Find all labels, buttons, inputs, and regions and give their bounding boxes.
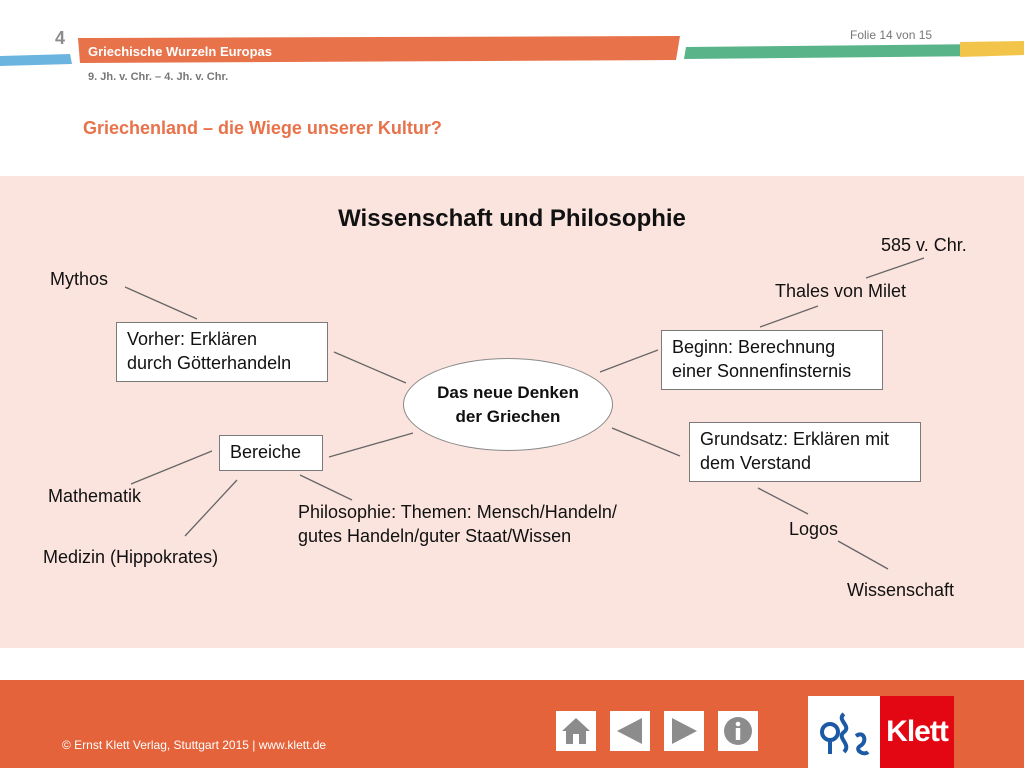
vorher-node: Vorher: Erklären durch Götterhandeln bbox=[116, 322, 328, 382]
mythos-label: Mythos bbox=[50, 269, 109, 289]
diagram-title: Wissenschaft und Philosophie bbox=[338, 205, 686, 232]
chapter-number: 4 bbox=[55, 28, 66, 48]
home-button[interactable] bbox=[556, 711, 596, 751]
chapter-title: Griechische Wurzeln Europas bbox=[88, 44, 272, 59]
philosophie-line1: Philosophie: Themen: Mensch/Handeln/ bbox=[298, 502, 617, 522]
grundsatz-node: Grundsatz: Erklären mit dem Verstand bbox=[689, 422, 921, 482]
home-icon bbox=[562, 718, 590, 744]
copyright-text: © Ernst Klett Verlag, Stuttgart 2015 | w… bbox=[62, 738, 327, 752]
info-icon bbox=[724, 717, 752, 745]
vorher-line2: durch Götterhandeln bbox=[127, 353, 292, 373]
philosophie-label: Philosophie: Themen: Mensch/Handeln/ gut… bbox=[298, 500, 617, 548]
chapter-period: 9. Jh. v. Chr. – 4. Jh. v. Chr. bbox=[88, 71, 229, 83]
klett-clover-icon bbox=[820, 712, 870, 756]
center-line2: der Griechen bbox=[455, 406, 561, 426]
next-icon bbox=[672, 718, 697, 744]
date-label: 585 v. Chr. bbox=[881, 235, 967, 255]
info-button[interactable] bbox=[718, 711, 758, 751]
slide-title: Griechenland – die Wiege unserer Kultur? bbox=[83, 118, 442, 138]
grundsatz-line1: Grundsatz: Erklären mit bbox=[700, 429, 890, 449]
center-node: Das neue Denken der Griechen bbox=[403, 358, 613, 451]
beginn-line1: Beginn: Berechnung bbox=[672, 337, 836, 357]
next-button[interactable] bbox=[664, 711, 704, 751]
klett-logo-text: Klett bbox=[880, 696, 954, 768]
beginn-line2: einer Sonnenfinsternis bbox=[672, 361, 852, 381]
center-line1: Das neue Denken bbox=[437, 382, 579, 402]
wissenschaft-label: Wissenschaft bbox=[847, 580, 955, 600]
philosophie-line2: gutes Handeln/guter Staat/Wissen bbox=[298, 526, 572, 546]
thales-label: Thales von Milet bbox=[775, 281, 907, 301]
bereiche-label: Bereiche bbox=[230, 442, 302, 462]
grundsatz-line2: dem Verstand bbox=[700, 453, 812, 473]
bereiche-node: Bereiche bbox=[219, 435, 323, 471]
slide-counter: Folie 14 von 15 bbox=[850, 28, 933, 42]
previous-button[interactable] bbox=[610, 711, 650, 751]
previous-icon bbox=[617, 718, 642, 744]
logos-label: Logos bbox=[789, 519, 839, 539]
mathematik-label: Mathematik bbox=[48, 486, 142, 506]
header-color-band bbox=[0, 36, 1024, 66]
vorher-line1: Vorher: Erklären bbox=[127, 329, 258, 349]
beginn-node: Beginn: Berechnung einer Sonnenfinsterni… bbox=[661, 330, 883, 390]
medizin-label: Medizin (Hippokrates) bbox=[43, 547, 219, 567]
